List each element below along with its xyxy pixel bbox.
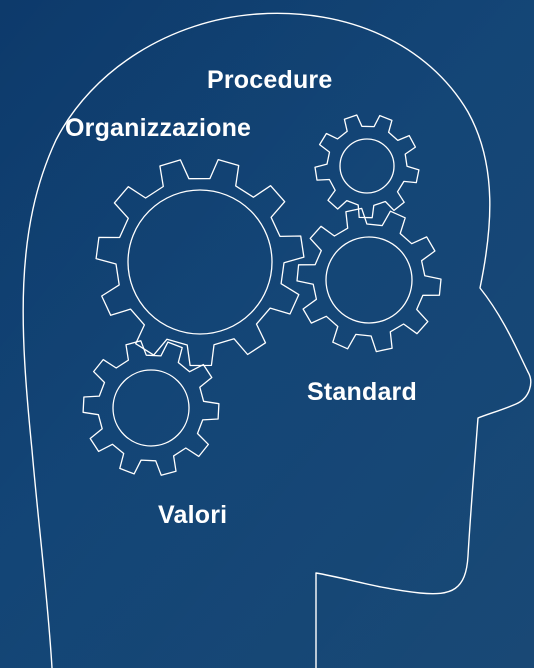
gear-bottom-icon [82, 340, 220, 476]
gear-small-top-icon [314, 114, 420, 219]
label-organizzazione: Organizzazione [65, 114, 252, 142]
gear-right-icon [296, 207, 442, 353]
head-outline-icon [22, 12, 532, 668]
label-valori: Valori [158, 501, 228, 529]
gear-large-icon [95, 158, 305, 367]
label-standard: Standard [307, 378, 417, 406]
label-procedure: Procedure [207, 66, 333, 94]
